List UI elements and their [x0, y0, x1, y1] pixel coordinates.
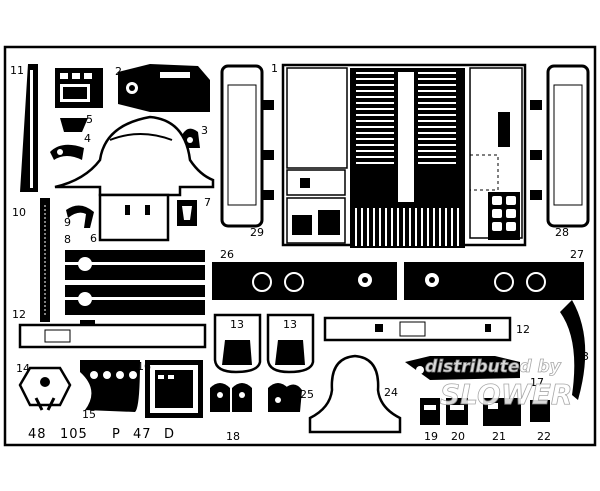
label-29: 29 [250, 226, 264, 239]
part-20-part [446, 398, 468, 425]
part-17-engine [405, 356, 520, 380]
part-26-bar [212, 262, 397, 300]
label-14: 14 [16, 362, 30, 375]
label-2: 2 [115, 65, 122, 78]
part-8-plate-bottom [65, 285, 205, 315]
label-16: 16 [137, 360, 151, 373]
label-12-left: 12 [12, 308, 26, 321]
label-23: 23 [575, 350, 589, 363]
code-d: D [164, 427, 175, 442]
part-2-box [118, 64, 210, 112]
part-21-box [483, 398, 521, 426]
label-6: 6 [90, 232, 97, 245]
label-13-right: 13 [283, 318, 297, 331]
code-48: 48 [28, 427, 47, 442]
code-p: P [112, 427, 121, 442]
label-17: 17 [530, 376, 544, 389]
label-9: 9 [64, 216, 71, 229]
part-6-hook [66, 205, 94, 228]
label-12-right: 12 [516, 323, 530, 336]
part-14-cross [18, 366, 72, 411]
part-12-plate-right [323, 316, 512, 342]
label-22: 22 [537, 430, 551, 443]
part-13-bracket-left [213, 313, 262, 374]
code-47: 47 [133, 427, 152, 442]
part-8-plate-top [65, 250, 205, 280]
label-28: 28 [555, 226, 569, 239]
label-26: 26 [220, 248, 234, 261]
part-6-hood [54, 115, 215, 242]
part-18-clamps [210, 383, 252, 412]
label-3: 3 [201, 124, 208, 137]
stripe-grill [355, 72, 459, 246]
label-25: 25 [300, 388, 314, 401]
part-29-panel [220, 64, 274, 228]
part-25-clamps [268, 383, 302, 412]
watermark-line1: distributed by [425, 357, 562, 377]
part-28-panel [546, 64, 590, 228]
code-105: 105 [60, 427, 88, 442]
label-5: 5 [86, 113, 93, 126]
label-13-left: 13 [230, 318, 244, 331]
part-7-plate [177, 200, 197, 226]
label-21: 21 [492, 430, 506, 443]
label-24: 24 [384, 386, 398, 399]
part-19-part [420, 398, 440, 425]
label-15: 15 [82, 408, 96, 421]
label-11: 11 [10, 64, 24, 77]
part-1-main-panel [281, 63, 542, 248]
part-23-curve [560, 300, 586, 400]
part-11-strip [20, 64, 38, 192]
part-12-plate-left [18, 320, 207, 349]
label-18: 18 [226, 430, 240, 443]
label-1: 1 [271, 62, 278, 75]
label-20: 20 [451, 430, 465, 443]
part-24-arch [308, 354, 402, 434]
part-16-box [145, 360, 203, 418]
part-4-clip [50, 144, 84, 160]
part-27-bar [404, 262, 584, 300]
distributor-watermark: distributed by SLOWER [425, 357, 573, 412]
part-5-bracket [55, 68, 103, 132]
part-15-arc [80, 360, 140, 412]
watermark-line2: SLOWER [440, 378, 572, 411]
part-10-strip [40, 198, 50, 322]
fret-frame [3, 45, 597, 447]
part-22-part [530, 400, 550, 422]
label-8: 8 [64, 233, 71, 246]
fret-code: 48 105 P 47 D [28, 427, 175, 442]
label-10: 10 [12, 206, 26, 219]
label-19: 19 [424, 430, 438, 443]
part-13-bracket-right [266, 313, 315, 374]
label-7: 7 [204, 196, 211, 209]
part-labels: 1 2 3 4 5 6 7 8 9 10 11 12 12 13 13 14 1… [10, 62, 589, 443]
label-4: 4 [84, 132, 91, 145]
label-27: 27 [570, 248, 584, 261]
